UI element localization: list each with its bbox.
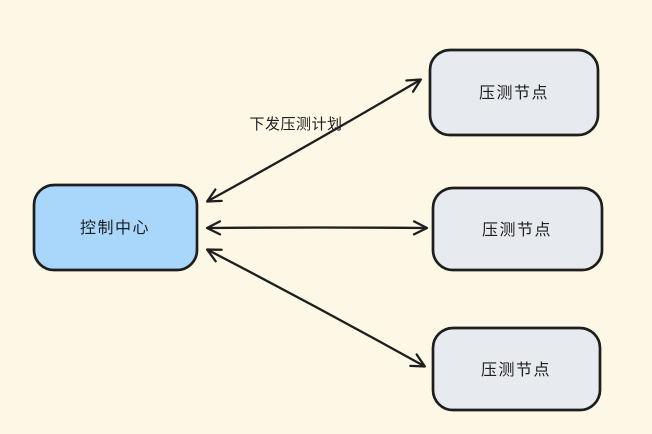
- node-control-center: 控制中心: [32, 183, 199, 272]
- node-load-test-1-label: 压测节点: [479, 83, 549, 102]
- node-load-test-1-shape: [428, 48, 600, 137]
- edge-control-to-node2: [205, 220, 429, 236]
- edge-label-dispatch-plan: 下发压测计划: [249, 115, 342, 133]
- node-load-test-2-label: 压测节点: [482, 220, 552, 239]
- node-load-test-2-shape: [431, 186, 604, 272]
- node-load-test-3-shape: [431, 326, 602, 412]
- node-control-center-label: 控制中心: [80, 218, 150, 237]
- node-load-test-3: 压测节点: [431, 326, 602, 412]
- edge-control-to-node3: [205, 248, 427, 368]
- node-load-test-1: 压测节点: [428, 48, 600, 137]
- edge-control-to-node1: [205, 78, 423, 203]
- node-control-center-shape: [32, 183, 199, 272]
- node-load-test-3-label: 压测节点: [481, 360, 551, 379]
- node-load-test-2: 压测节点: [431, 186, 604, 272]
